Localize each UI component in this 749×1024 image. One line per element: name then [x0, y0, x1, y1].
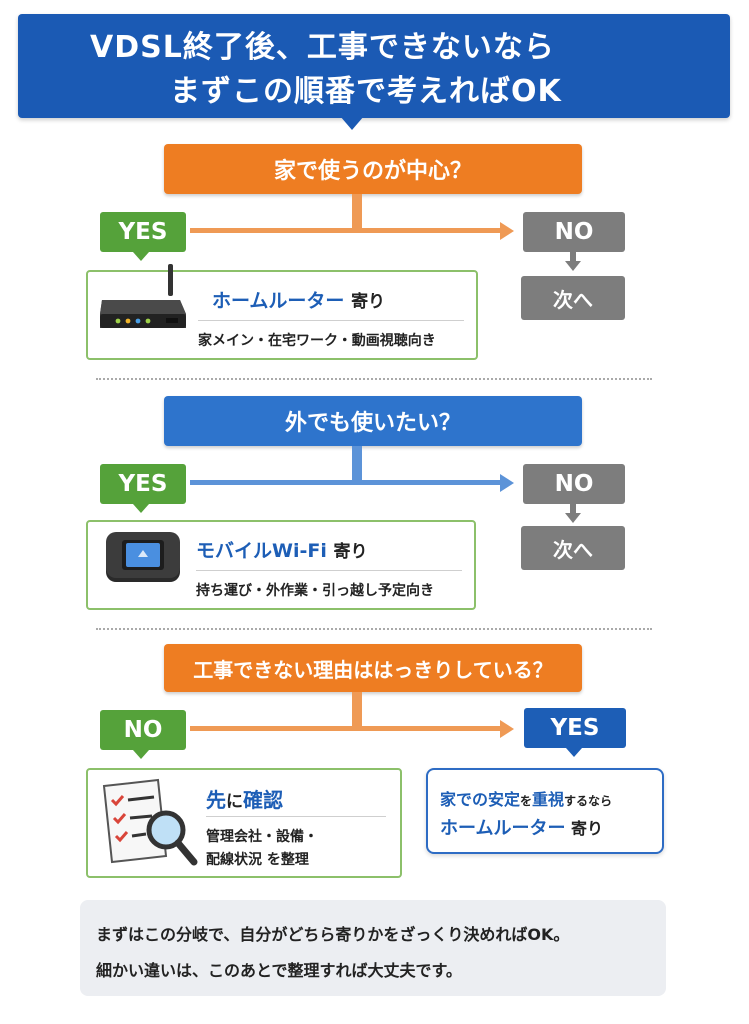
connector-v: [352, 692, 362, 728]
header-pointer: [340, 116, 364, 130]
check-first-title: 先に確認: [206, 784, 283, 813]
result-title-main: モバイルWi-Fi: [196, 540, 327, 562]
question-reason-clear: 工事できない理由ははっきりしている？: [164, 644, 582, 692]
badge-tail: [566, 748, 582, 757]
result-title: モバイルWi-Fi 寄り: [196, 536, 367, 563]
result-subtitle: 持ち運び・外作業・引っ越し予定向き: [196, 583, 434, 599]
connector-down: [570, 504, 576, 514]
badge-tail: [133, 750, 149, 759]
question-home-use: 家で使うのが中心？: [164, 144, 582, 194]
result-title-suffix: 寄り: [351, 292, 386, 312]
text-part: 家での安定: [440, 790, 521, 809]
result-title: ホームルーター 寄り: [212, 286, 385, 313]
yes-result-line2: ホームルーター 寄り: [440, 814, 603, 840]
result-title-suffix: 寄り: [333, 542, 368, 562]
note-line-2: 細かい違いは、このあとで整理すれば大丈夫です。: [96, 961, 462, 980]
next-box: 次へ: [521, 276, 625, 320]
check-first-sub-1: 管理会社・設備・: [206, 829, 318, 845]
text-part: 寄り: [571, 819, 604, 838]
header-banner: [18, 14, 730, 118]
next-box: 次へ: [521, 526, 625, 570]
connector-h: [190, 726, 502, 731]
arrow-down-icon: [565, 261, 581, 271]
mobile-wifi-icon: [106, 532, 180, 582]
badge-tail: [133, 504, 149, 513]
arrow-right-icon: [500, 720, 514, 738]
question-outside-use: 外でも使いたい？: [164, 396, 582, 446]
yes-badge: YES: [100, 464, 186, 504]
connector-v: [352, 194, 362, 230]
summary-note: [80, 900, 666, 996]
yes-result-line1: 家での安定を重視するなら: [440, 786, 612, 810]
text-part: するなら: [564, 794, 613, 808]
yes-badge: YES: [100, 212, 186, 252]
result-subtitle: 家メイン・在宅ワーク・動画視聴向き: [198, 333, 436, 349]
connector-h: [190, 228, 502, 233]
title-part: 確認: [243, 788, 283, 812]
result-card-yes: [426, 768, 664, 854]
connector-h: [190, 480, 502, 485]
text-part: 重視: [532, 790, 565, 809]
header-title-line2: まずこの順番で考えればOK: [170, 74, 562, 109]
result-title-main: ホームルーター: [212, 290, 345, 312]
yes-badge: YES: [524, 708, 626, 748]
header-title-line1: VDSL終了後、工事できないなら: [90, 30, 555, 65]
title-part: に: [226, 792, 243, 812]
no-badge: NO: [523, 464, 625, 504]
note-line-1: まずはこの分岐で、自分がどちら寄りかをざっくり決めればOK。: [96, 925, 570, 944]
badge-tail: [133, 252, 149, 261]
text-part: を: [520, 794, 533, 808]
no-badge: NO: [100, 710, 186, 750]
divider: [206, 816, 386, 817]
connector-down: [570, 252, 576, 262]
divider: [198, 320, 464, 321]
arrow-down-icon: [565, 513, 581, 523]
connector-v: [352, 446, 362, 482]
section-divider: [96, 628, 652, 630]
divider: [196, 570, 462, 571]
check-first-sub-2: 配線状況 を整理: [206, 852, 309, 868]
title-part: 先: [206, 788, 226, 812]
text-part: ホームルーター: [440, 818, 566, 839]
section-divider: [96, 378, 652, 380]
arrow-right-icon: [500, 474, 514, 492]
router-icon: [100, 264, 186, 328]
no-badge: NO: [523, 212, 625, 252]
checklist-magnifier-icon: [102, 778, 198, 866]
arrow-right-icon: [500, 222, 514, 240]
